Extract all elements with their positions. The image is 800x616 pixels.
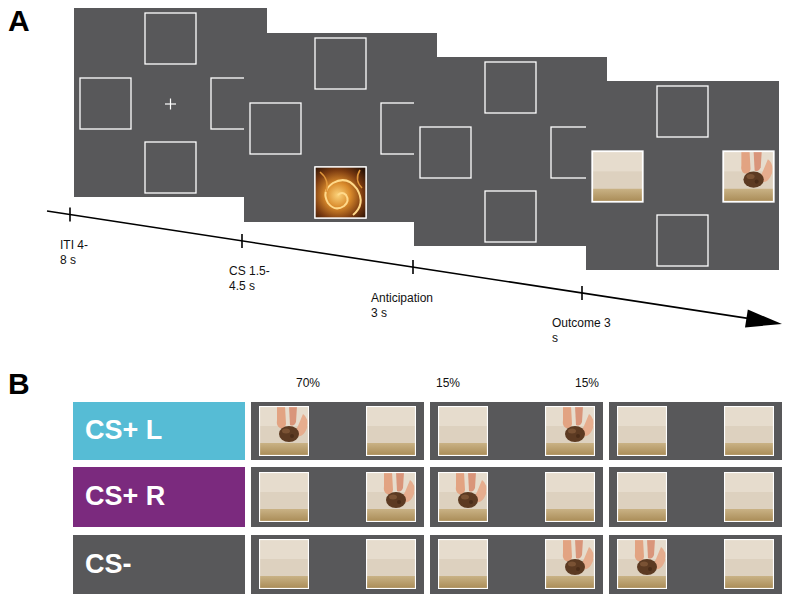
outcome-screen (586, 81, 779, 270)
phase-duration: Anticipation 3 s (371, 291, 443, 321)
panel-letter: A (8, 6, 30, 36)
condition-label: CS+ R (85, 482, 165, 512)
anticipation-screen (414, 57, 607, 246)
outcome-photo-chocolate (723, 151, 774, 202)
condition-box: CS+ L (73, 402, 245, 460)
timeline-arrow (47, 208, 782, 328)
panel-letter: B (8, 369, 30, 399)
probability-label: 15% (575, 376, 599, 391)
fixation-cross (165, 99, 176, 110)
cs-screen (244, 33, 437, 222)
phase-duration: Outcome 3 s (552, 316, 612, 346)
condition-box: CS+ R (73, 467, 245, 527)
outcome-panels (251, 402, 782, 594)
probability-label: 70% (296, 376, 320, 391)
condition-label: CS- (85, 550, 132, 580)
phase-duration: CS 1.5-4.5 s (229, 264, 283, 294)
phase-duration: ITI 4-8 s (60, 238, 92, 268)
condition-box: CS- (73, 535, 245, 594)
iti-screen (74, 8, 267, 197)
probability-label: 15% (436, 376, 460, 391)
condition-label: CS+ L (85, 416, 162, 446)
outcome-photo-empty (592, 151, 643, 202)
outcome-photos (259, 406, 774, 589)
cs-fractal-image (315, 167, 366, 218)
